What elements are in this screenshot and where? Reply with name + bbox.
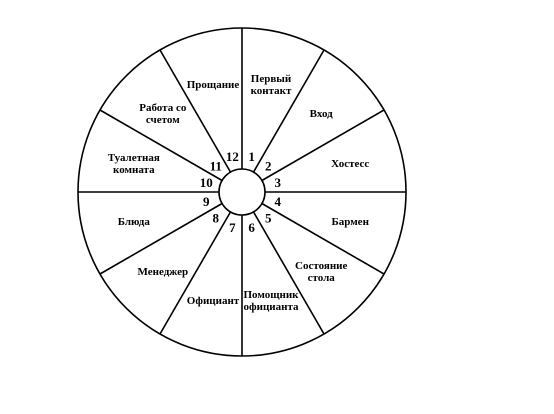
segment-label-line: счетом bbox=[146, 114, 180, 126]
segment-divider bbox=[159, 49, 232, 173]
segment-divider bbox=[252, 211, 325, 335]
segment-divider bbox=[261, 109, 385, 182]
segment-number: 2 bbox=[265, 158, 272, 173]
segment-label-line: Прощание bbox=[187, 79, 240, 91]
segment-label-line: Хостесс bbox=[331, 158, 369, 170]
segment-dividers bbox=[78, 28, 406, 356]
segment-label-line: Помощник bbox=[244, 289, 300, 301]
segment-number: 12 bbox=[226, 149, 239, 164]
segment-number: 11 bbox=[210, 158, 222, 173]
segment-number: 9 bbox=[203, 194, 210, 209]
segment-label-line: Блюда bbox=[118, 216, 151, 228]
segment-divider bbox=[261, 202, 385, 275]
segment-label-line: Туалетная bbox=[108, 152, 160, 164]
segment-number: 5 bbox=[265, 211, 272, 226]
segment-label-line: Официант bbox=[187, 295, 240, 307]
segment-label: Прощание bbox=[187, 79, 240, 91]
segment-label-line: комната bbox=[113, 164, 155, 176]
segment-number: 8 bbox=[213, 211, 220, 226]
segment-number: 10 bbox=[200, 175, 213, 190]
segment-divider bbox=[99, 202, 223, 275]
segment-number: 4 bbox=[274, 194, 281, 209]
segment-label-line: официанта bbox=[244, 301, 300, 313]
segment-label-line: Состояние bbox=[295, 260, 348, 272]
inner-hub bbox=[218, 168, 266, 216]
segment-label: Блюда bbox=[118, 216, 151, 228]
segment-label: Вход bbox=[310, 108, 333, 120]
segment-label: Менеджер bbox=[138, 266, 189, 278]
segment-divider bbox=[252, 49, 325, 173]
segment-number: 7 bbox=[229, 220, 236, 235]
segment-label: Официант bbox=[187, 295, 240, 307]
segment-number: 6 bbox=[248, 220, 255, 235]
segment-label-line: контакт bbox=[251, 85, 292, 97]
segment-number: 3 bbox=[274, 175, 281, 190]
segment-label: Хостесс bbox=[331, 158, 369, 170]
segment-label-line: Менеджер bbox=[138, 266, 189, 278]
segment-divider bbox=[159, 211, 232, 335]
segment-label-line: стола bbox=[308, 272, 336, 284]
segment-label-line: Первый bbox=[251, 73, 292, 85]
segment-label-line: Бармен bbox=[331, 216, 369, 228]
segment-label-line: Вход bbox=[310, 108, 333, 120]
segment-number: 1 bbox=[248, 149, 255, 164]
segment-label: Бармен bbox=[331, 216, 369, 228]
segment-divider bbox=[99, 109, 223, 182]
segment-label-line: Работа со bbox=[139, 102, 187, 114]
